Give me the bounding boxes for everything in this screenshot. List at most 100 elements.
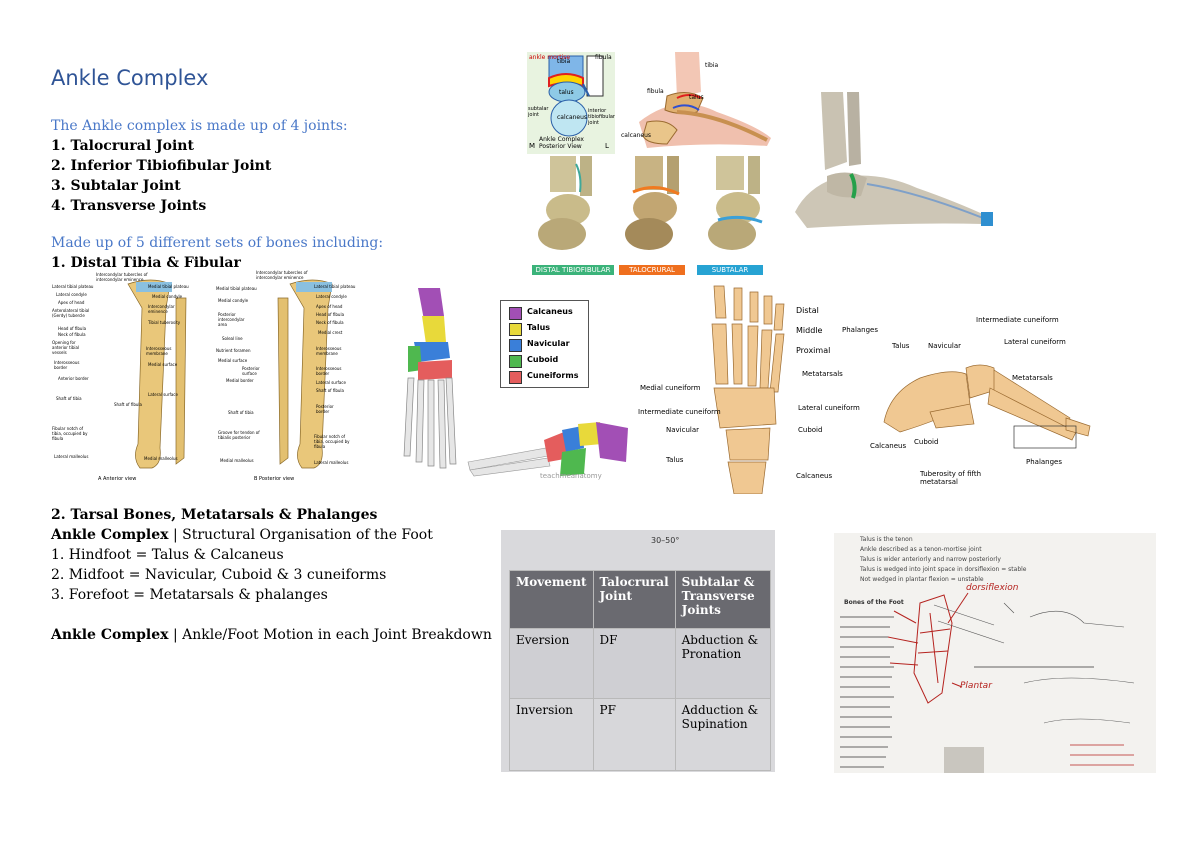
tibia-ant-label: Medial malleolus: [144, 456, 178, 461]
tibia-post-label: Interosseous membrane: [316, 346, 342, 356]
notes-line: Talus is wedged into joint space in dors…: [860, 566, 1027, 573]
tibia-post-label: Interosseous border: [316, 366, 342, 376]
notes-line: Not wedged in plantar flexion = unstable: [860, 576, 984, 583]
bones-section: Made up of 5 different sets of bones inc…: [51, 233, 383, 273]
foot-colored-top: [388, 286, 460, 486]
tibia-ant-label: Medial tibial plateau: [148, 284, 189, 289]
foot-side-label: Cuboid: [914, 438, 939, 446]
tibia-post-label: Nutrient foramen: [216, 348, 251, 353]
structure-section: 2. Tarsal Bones, Metatarsals & Phalanges…: [51, 505, 492, 645]
foot-top-label: Cuboid: [798, 426, 823, 434]
label-lateral: L: [605, 142, 609, 150]
bones-item: 1. Distal Tibia & Fibular: [51, 255, 241, 271]
table-cell: Eversion: [509, 628, 594, 699]
foot-side-label: Calcaneus: [870, 442, 907, 450]
foot-colored-top-art: [403, 288, 457, 469]
tibia-post-label: Lateral malleolus: [314, 460, 349, 465]
tibia-post-label: Medial condyle: [218, 298, 249, 303]
render-subtalar: [700, 156, 778, 256]
label-calcaneus: calcaneus: [557, 114, 588, 121]
tibia-post-label: Lateral condyle: [316, 294, 347, 299]
tibia-post-label: Apex of head: [316, 304, 343, 309]
tibia-post-label: Medial crest: [318, 330, 343, 335]
foot-side-label: Talus: [892, 342, 910, 350]
table-top-note: 30–50°: [651, 536, 680, 545]
foot-side-label: Lateral cuneiform: [1004, 338, 1066, 346]
tibia-ant-label: Lateral tibial plateau: [52, 284, 94, 289]
tibia-post-label: Intercondylar tubercles of intercondylar…: [256, 270, 308, 280]
joint-item: 2. Inferior Tibiofibular Joint: [51, 158, 272, 174]
foot-colored-side: teachmeanatomy: [466, 418, 630, 486]
tibia-post-label: Soleal line: [222, 336, 243, 341]
table-row: Inversion PF Adduction & Supination: [509, 698, 772, 771]
render-distal-tibiofibular-art: [538, 156, 592, 250]
tibia-post-label: Medial surface: [218, 358, 248, 363]
movement-table-header: Movement Talocrural Joint Subtalar & Tra…: [509, 570, 772, 629]
foot-side-label: Tuberosity of fifth metatarsal: [920, 470, 982, 486]
foot-top-label: Navicular: [666, 426, 700, 434]
tibia-fibula-figure: Intercondylar tubercles of intercondylar…: [52, 268, 382, 486]
legend-label: Navicular: [527, 339, 570, 348]
tibia-ant-label: Lateral condyle: [56, 292, 87, 297]
table-cell: Adduction & Supination: [674, 698, 772, 771]
foot-lateral-render: [787, 92, 995, 236]
caption-distal-tibiofibular: DISTAL TIBIOFIBULAR: [532, 265, 614, 275]
table-row: Eversion DF Abduction & Pronation: [509, 628, 772, 699]
legend-swatch: [509, 339, 522, 352]
tibia-ant-label: Shaft of tibia: [56, 396, 82, 401]
table-cell: Inversion: [509, 698, 594, 771]
tibia-ant-label: Lateral surface: [148, 392, 178, 397]
tibia-ant-label: Shaft of fibula: [114, 402, 142, 407]
bones-item: 2. Tarsal Bones, Metatarsals & Phalanges: [51, 507, 378, 523]
joints-section: The Ankle complex is made up of 4 joints…: [51, 116, 348, 216]
motion-heading-bold: Ankle Complex: [51, 627, 169, 643]
tibia-post-label: Medial border: [226, 378, 254, 383]
joint-item: 3. Subtalar Joint: [51, 178, 181, 194]
tibia-post-label: Fibular notch of tibia, occupied by fibu…: [314, 434, 350, 449]
foot-lateral-render-art: [795, 92, 993, 228]
tibia-post-label: Neck of fibula: [316, 320, 344, 325]
joint-diagram-art: [548, 55, 604, 137]
foot-label-fibula: fibula: [647, 88, 664, 95]
page-title: Ankle Complex: [51, 66, 209, 90]
tibia-post-label: Shaft of tibia: [228, 410, 254, 415]
table-header-talocrural: Talocrural Joint: [592, 570, 676, 629]
motion-heading: Ankle Complex | Ankle/Foot Motion in eac…: [51, 625, 492, 645]
tibia-ant-label: Lateral malleolus: [54, 454, 89, 459]
tibia-post-label: Medial tibial plateau: [216, 286, 257, 291]
foot-top-label: Talus: [666, 456, 684, 464]
tibia-fibula-art: [127, 279, 333, 469]
foot-side-labelled-art: [883, 364, 1091, 449]
tibia-post-label: Lateral tibial plateau: [314, 284, 356, 289]
foot-side-label: Navicular: [928, 342, 962, 350]
org-item: 2. Midfoot = Navicular, Cuboid & 3 cunei…: [51, 567, 387, 583]
notes-line: Talus is the tenon: [860, 536, 913, 543]
tibia-post-caption: B Posterior view: [254, 476, 295, 482]
tibia-ant-label: Medial surface: [148, 362, 178, 367]
notes-annotation: Plantar: [960, 681, 992, 691]
notes-typed-lines: Talus is the tenon Ankle described as a …: [860, 535, 1027, 585]
tibia-post-label: Head of fibula: [316, 312, 345, 317]
foot-top-label: Metatarsals: [802, 370, 843, 378]
render-subtalar-art: [708, 156, 763, 250]
foot-top-label: Calcaneus: [796, 472, 833, 480]
structural-heading-rest: | Structural Organisation of the Foot: [168, 527, 433, 543]
tibia-ant-label: Head of fibula: [58, 326, 87, 331]
tibia-ant-label: Medial condyle: [152, 294, 183, 299]
foot-label-calcaneus: calcaneus: [621, 132, 652, 139]
tibia-ant-label: Interosseous border: [54, 360, 80, 370]
caption-subtalar: SUBTALAR: [697, 265, 763, 275]
joint-item: 4. Transverse Joints: [51, 198, 207, 214]
foot-top-label: Phalanges: [842, 326, 879, 334]
foot-side-labelled: Intermediate cuneiform Talus Navicular L…: [870, 308, 1092, 492]
notes-heading: Bones of the Foot: [844, 599, 904, 606]
foot-side-label: Metatarsals: [1012, 374, 1053, 382]
label-tibiofibular-joint: interior tibiofibular joint: [588, 108, 615, 126]
foot-top-label: Proximal: [796, 346, 831, 355]
notes-line: Ankle described as a tenon-mortise joint: [860, 546, 982, 553]
tibia-ant-label: Anterior border: [58, 376, 89, 381]
structural-heading: Ankle Complex | Structural Organisation …: [51, 525, 492, 545]
tibia-ant-label: Anterolateral tibial (Gerdy) tubercle: [52, 308, 90, 318]
notes-line: Talus is wider anteriorly and narrow pos…: [860, 556, 1001, 563]
notes-sketch-art: [840, 592, 1135, 773]
